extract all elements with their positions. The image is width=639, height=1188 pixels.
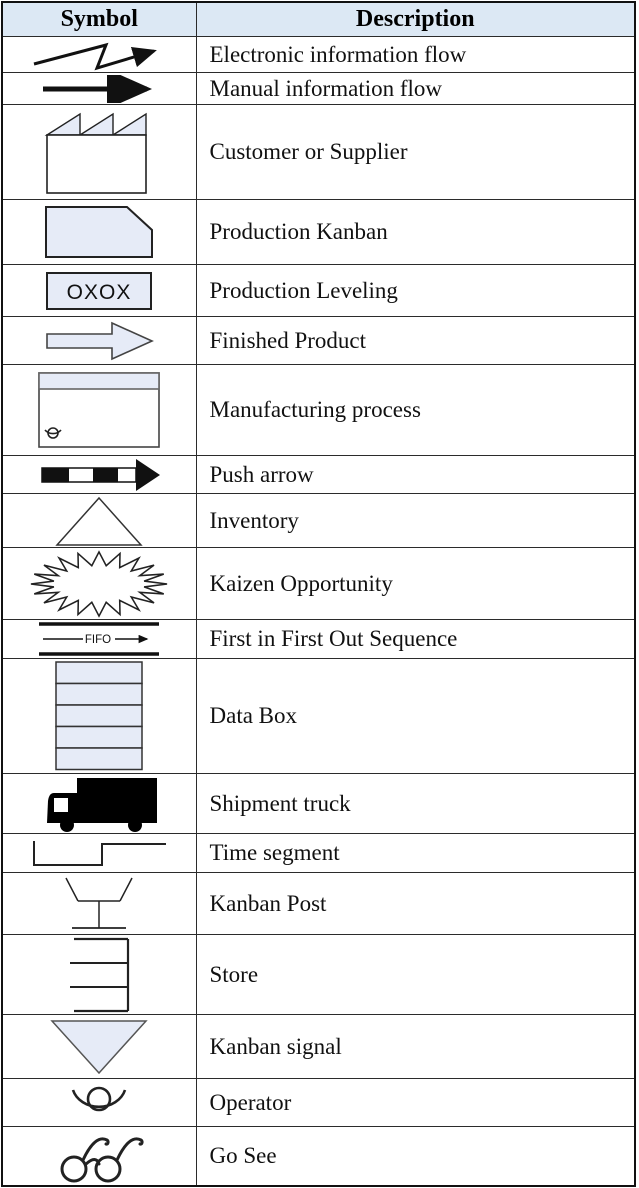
- symbol-description: Electronic information flow: [195, 36, 636, 73]
- symbol-description: First in First Out Sequence: [195, 619, 636, 659]
- table-row: FIFO First in First Out Sequence: [1, 619, 636, 659]
- table-row: Inventory: [1, 493, 636, 548]
- production-leveling-label: OXOX: [67, 281, 132, 304]
- table-row: Manual information flow: [1, 72, 636, 105]
- header-row: Symbol Description: [1, 1, 636, 37]
- finished-product-icon: [46, 321, 155, 360]
- symbol-description: Manufacturing process: [195, 364, 636, 456]
- symbol-description: Customer or Supplier: [195, 104, 636, 200]
- table-row: Operator: [1, 1078, 636, 1127]
- symbol-description: Time segment: [195, 833, 636, 873]
- fifo-label: FIFO: [85, 634, 111, 646]
- time-segment-icon: [33, 841, 167, 866]
- data-box-icon: [55, 661, 143, 771]
- table-row: Kanban Post: [1, 872, 636, 935]
- production-kanban-icon: [45, 206, 154, 258]
- symbol-description: Production Kanban: [195, 199, 636, 265]
- table-row: Go See: [1, 1126, 636, 1186]
- symbol-description: Store: [195, 934, 636, 1015]
- manufacturing-process-icon: [38, 372, 161, 448]
- symbol-description: Operator: [195, 1078, 636, 1127]
- table-row: Production Kanban: [1, 199, 636, 265]
- table-row: Shipment truck: [1, 773, 636, 834]
- kanban-signal-icon: [50, 1019, 148, 1074]
- description-column-header: Description: [195, 1, 636, 37]
- symbol-description: Shipment truck: [195, 773, 636, 834]
- table-row: Electronic information flow: [1, 36, 636, 73]
- go-see-icon: [60, 1137, 144, 1183]
- fifo-lane-icon: FIFO: [39, 622, 160, 656]
- table-row: Data Box: [1, 658, 636, 774]
- table-row: Finished Product: [1, 316, 636, 365]
- symbol-description: Data Box: [195, 658, 636, 774]
- symbol-description: Kaizen Opportunity: [195, 547, 636, 620]
- customer-or-supplier-icon: [44, 112, 148, 194]
- table-row: Store: [1, 934, 636, 1015]
- table-row: Customer or Supplier: [1, 104, 636, 200]
- electronic-information-flow-icon: [33, 42, 158, 70]
- production-leveling-icon: OXOX: [46, 271, 153, 310]
- table-row: Push arrow: [1, 455, 636, 494]
- operator-icon: [72, 1086, 127, 1111]
- symbol-description: Finished Product: [195, 316, 636, 365]
- table-row: Time segment: [1, 833, 636, 873]
- table-row: Manufacturing process: [1, 364, 636, 456]
- table-row: OXOX Production Leveling: [1, 264, 636, 317]
- symbol-description: Production Leveling: [195, 264, 636, 317]
- symbol-description: Kanban Post: [195, 872, 636, 935]
- symbol-description: Go See: [195, 1126, 636, 1186]
- kanban-post-icon: [65, 877, 133, 929]
- store-icon: [70, 937, 130, 1012]
- table-row: Kanban signal: [1, 1014, 636, 1079]
- symbol-description: Kanban signal: [195, 1014, 636, 1079]
- symbol-description: Push arrow: [195, 455, 636, 494]
- table-row: Kaizen Opportunity: [1, 547, 636, 620]
- inventory-icon: [55, 496, 143, 546]
- push-arrow-icon: [41, 458, 161, 491]
- shipment-truck-icon: [47, 777, 158, 832]
- kaizen-opportunity-icon: [31, 549, 168, 618]
- manual-information-flow-icon: [43, 74, 153, 103]
- symbol-description: Inventory: [195, 493, 636, 548]
- symbol-description: Manual information flow: [195, 72, 636, 105]
- symbol-column-header: Symbol: [1, 1, 197, 37]
